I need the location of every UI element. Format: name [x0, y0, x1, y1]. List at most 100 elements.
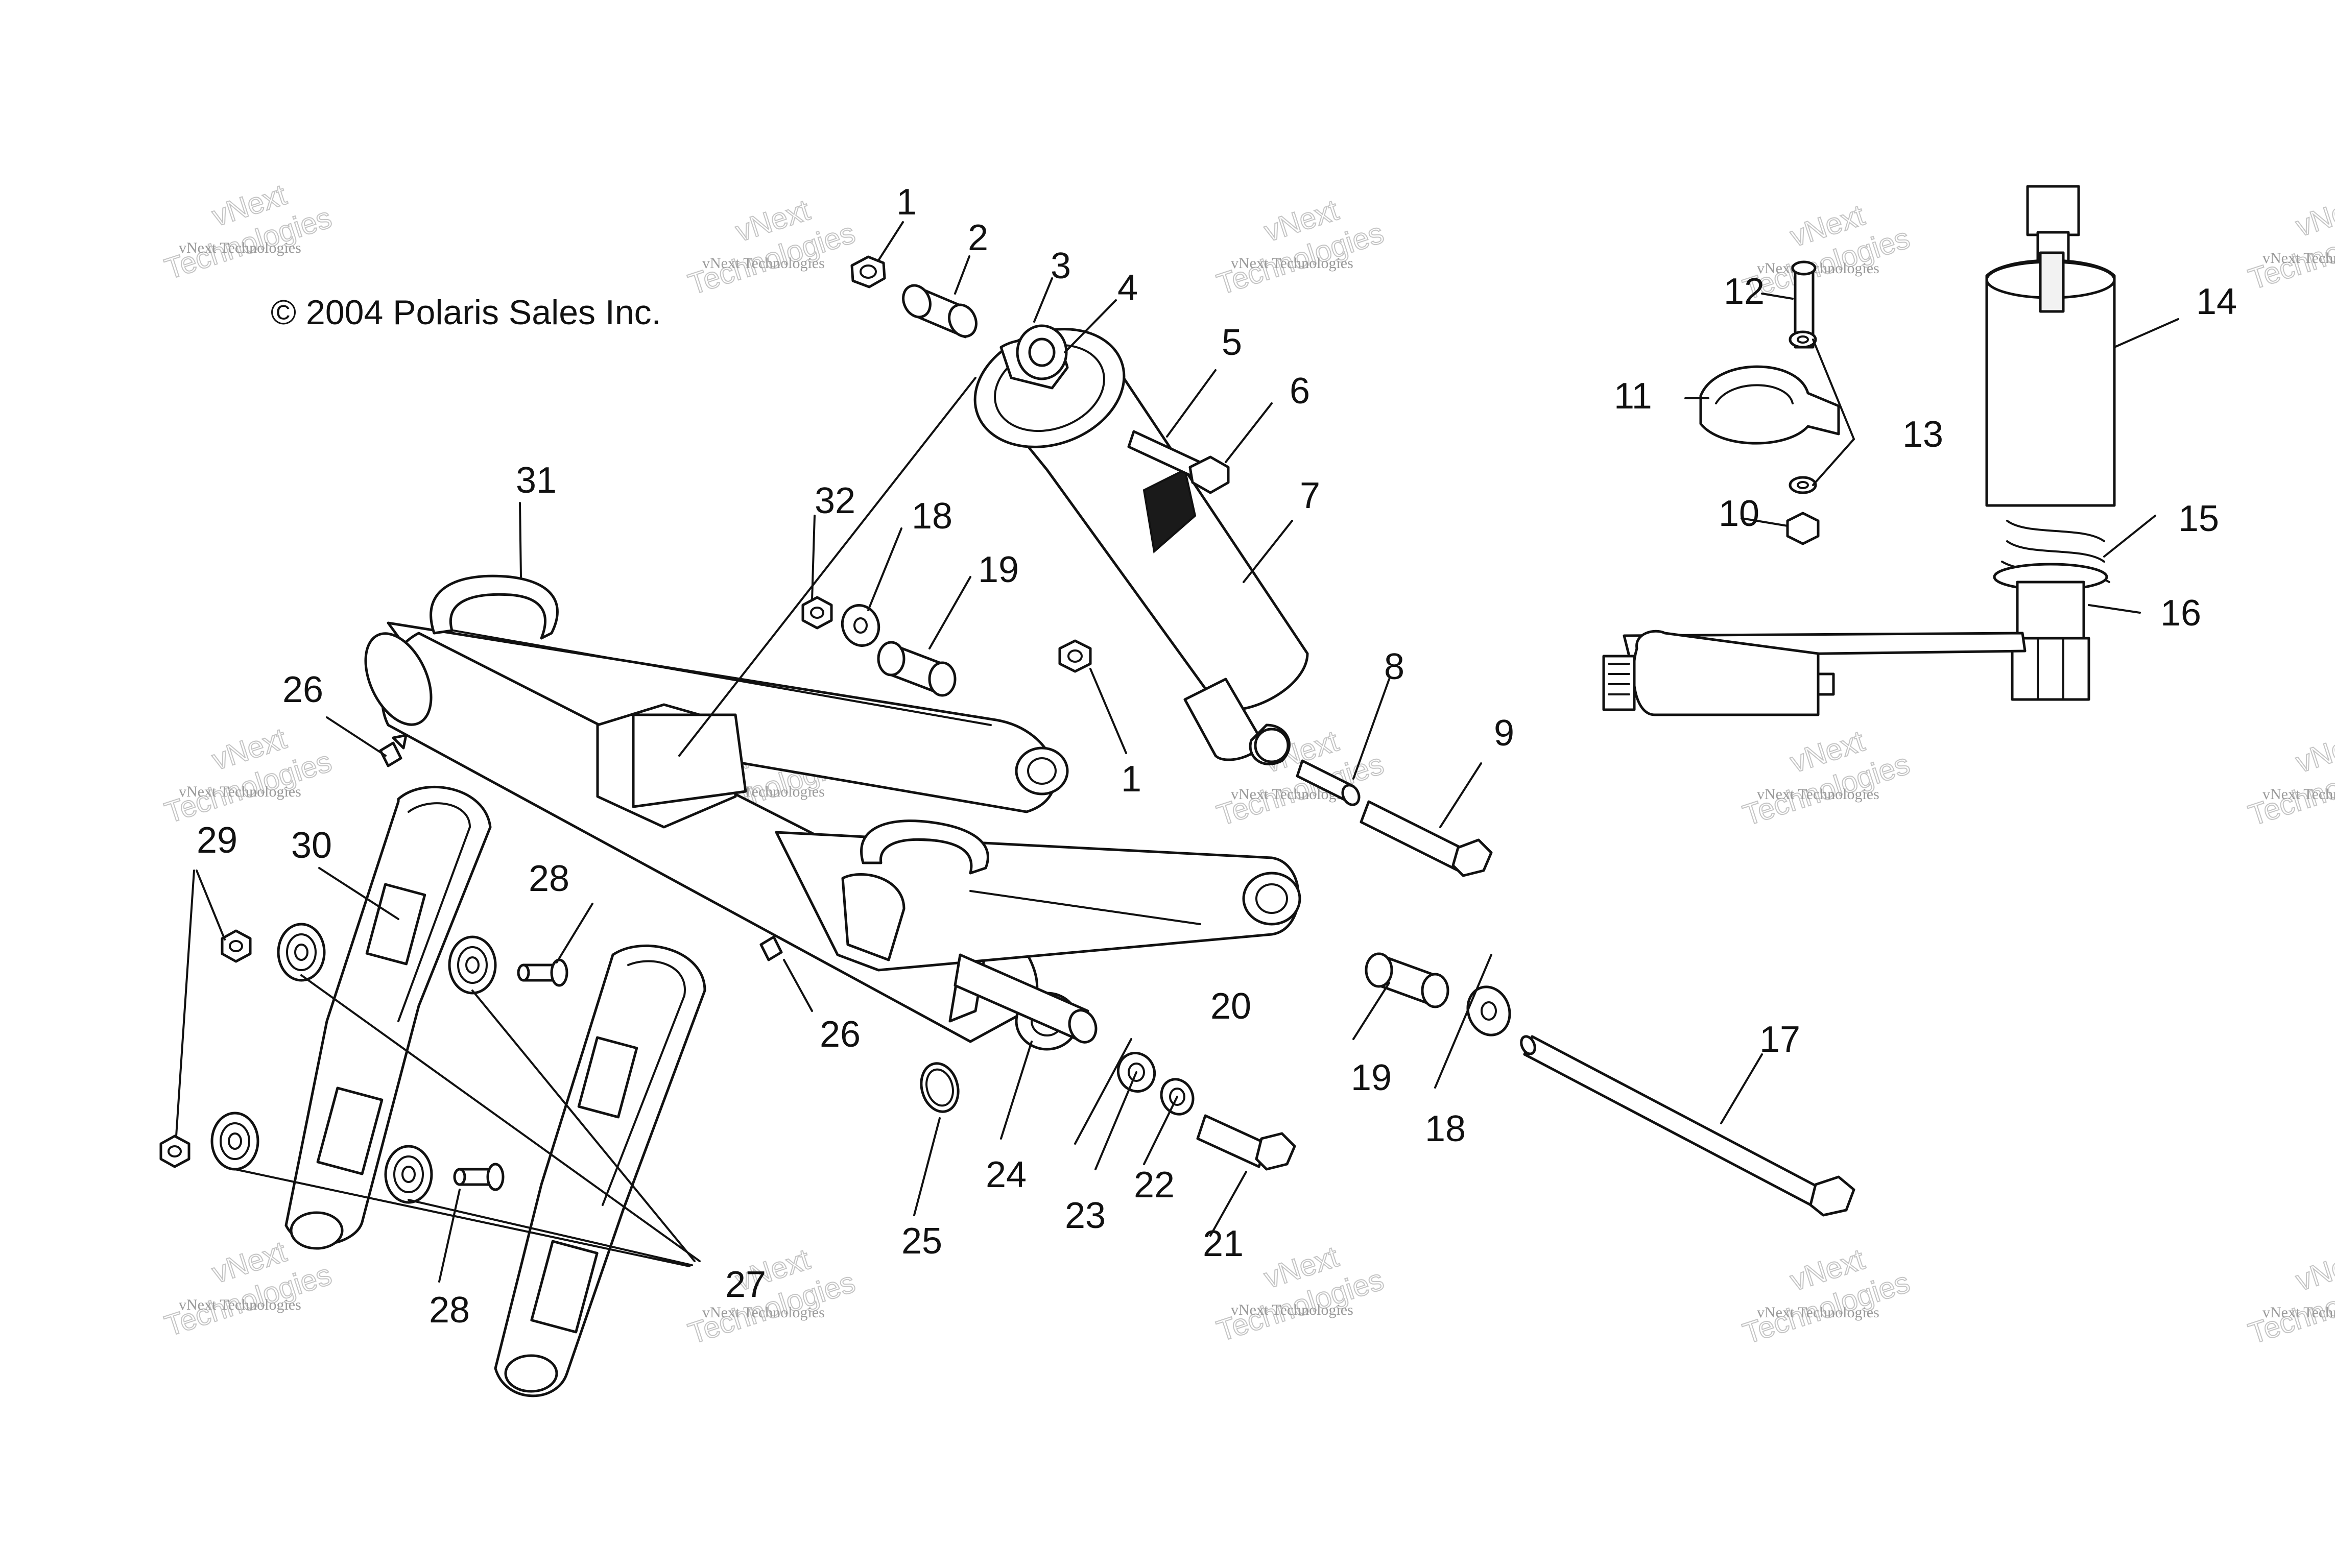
callout-21: 21	[1203, 1223, 1244, 1264]
callout-10: 10	[1719, 493, 1759, 534]
part-31-swing-arm	[364, 574, 1300, 1051]
part-17-bolt	[1520, 1035, 1855, 1217]
part-30-link-front	[494, 944, 706, 1397]
callout-31: 31	[516, 460, 557, 501]
callout-18: 18	[1425, 1108, 1466, 1149]
part-19-bushing-upper	[877, 641, 957, 697]
part-16-shock-body	[2011, 581, 2090, 701]
part-28-bolt-lower	[453, 1163, 505, 1191]
watermark-logo-vnext: vNext	[2292, 188, 2335, 244]
watermark-text: vNext Technologies	[1757, 786, 1879, 803]
callout-27: 27	[725, 1264, 766, 1305]
part-28-bolt-upper	[517, 958, 568, 987]
watermark-text: vNext Technologies	[2262, 1304, 2335, 1321]
part-27-bearing-3	[210, 1112, 259, 1171]
callout-2: 2	[968, 218, 988, 258]
part-13-washer-lower	[1789, 476, 1817, 494]
part-27-bearing-1	[277, 923, 326, 982]
callout-26: 26	[282, 669, 323, 710]
callout-30: 30	[291, 825, 332, 866]
part-27-bearing-4	[384, 1145, 433, 1204]
part-20-bushing-upper	[1015, 746, 1069, 795]
callout-7: 7	[1300, 475, 1320, 516]
callout-23: 23	[1065, 1195, 1106, 1236]
callout-9: 9	[1494, 713, 1514, 754]
callout-6: 6	[1290, 371, 1310, 412]
watermark-logo-vnext: vNext	[2292, 1243, 2335, 1298]
part-20-bushing	[1242, 872, 1301, 926]
watermark-text: vNext Technologies	[179, 239, 301, 256]
part-10-nut	[1786, 512, 1820, 545]
watermark-text: vNext Technologies	[179, 783, 301, 800]
part-9-bolt	[1360, 800, 1493, 877]
watermark-text: vNext Technologies	[1231, 255, 1353, 272]
callout-15: 15	[2178, 498, 2219, 539]
part-11-clamp	[1699, 365, 1840, 445]
callout-labels: 1123456789101112131415161718181919202122…	[197, 182, 2237, 1331]
watermark-text: vNext Technologies	[702, 1304, 825, 1321]
part-18-washer-upper	[841, 604, 880, 647]
watermark-logo-vnext: vNext	[2292, 725, 2335, 780]
part-14-shock-absorber	[1985, 185, 2116, 507]
callout-29: 29	[197, 820, 237, 861]
part-4-bushing	[1016, 324, 1068, 380]
part-29-nut-upper	[221, 929, 252, 963]
callout-4: 4	[1117, 268, 1138, 308]
watermark-text: vNext Technologies	[2262, 786, 2335, 803]
callout-20: 20	[1210, 986, 1251, 1027]
callout-12: 12	[1724, 271, 1765, 312]
callout-8: 8	[1384, 646, 1404, 687]
part-27-bearing-2	[448, 935, 497, 995]
callout-1: 1	[1121, 759, 1141, 800]
watermark-text: vNext Technologies	[702, 255, 825, 272]
callout-13: 13	[1902, 414, 1943, 455]
part-19-bushing-lower	[1365, 952, 1449, 1008]
callout-32: 32	[815, 480, 855, 521]
part-30-link-rear	[284, 785, 492, 1250]
part-13-washer-upper	[1789, 330, 1817, 349]
copyright-text: © 2004 Polaris Sales Inc.	[271, 293, 661, 332]
part-18-washer-lower	[1466, 985, 1511, 1036]
callout-11: 11	[1614, 376, 1652, 417]
part-8-sleeve	[1296, 759, 1361, 806]
part-12-pin	[1791, 260, 1817, 349]
part-26-grease-fitting-lower	[759, 935, 783, 961]
callout-3: 3	[1051, 246, 1071, 286]
watermark-text: vNext Technologies	[2262, 250, 2335, 267]
watermark-text: vNext Technologies	[1757, 1304, 1879, 1321]
part-32-nut	[801, 596, 833, 630]
watermark-text: vNext Technologies	[1231, 1301, 1353, 1318]
part-16-reservoir	[1602, 630, 2027, 716]
callout-24: 24	[986, 1154, 1027, 1195]
callout-22: 22	[1134, 1165, 1175, 1205]
part-1-nut-top	[850, 255, 886, 288]
callout-18: 18	[912, 496, 952, 537]
part-2-bushing	[902, 284, 978, 339]
watermark-text: vNext Technologies	[1757, 260, 1879, 277]
callout-19: 19	[1351, 1057, 1392, 1098]
part-25-o-ring	[920, 1062, 960, 1113]
callout-25: 25	[901, 1221, 942, 1262]
part-6-nut	[1188, 455, 1230, 494]
callout-17: 17	[1759, 1019, 1800, 1060]
callout-26: 26	[820, 1014, 861, 1055]
callout-19: 19	[978, 549, 1019, 590]
callout-5: 5	[1222, 322, 1242, 363]
callout-28: 28	[529, 858, 569, 899]
callout-16: 16	[2160, 593, 2201, 634]
callout-1: 1	[896, 182, 917, 223]
callout-14: 14	[2196, 281, 2237, 322]
